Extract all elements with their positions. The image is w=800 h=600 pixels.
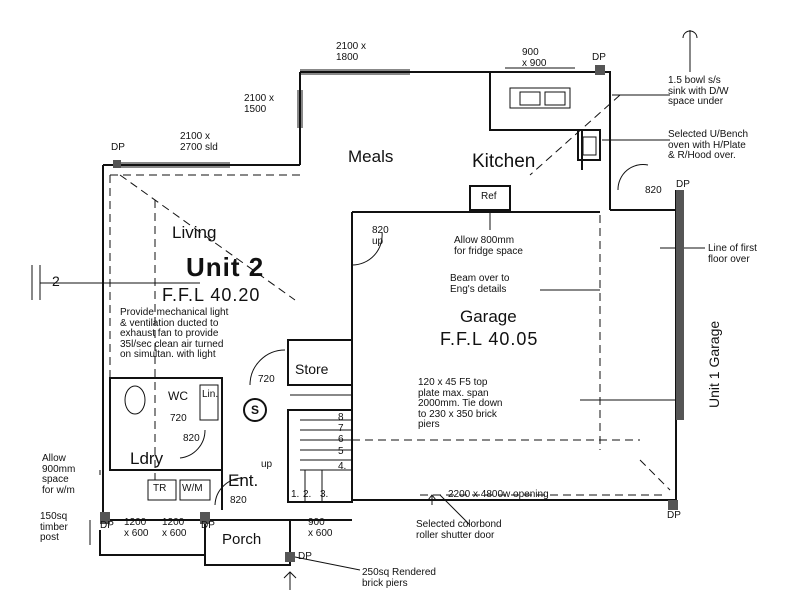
stair-number: 7	[338, 423, 344, 434]
room-label-store: Store	[295, 361, 329, 377]
door-label-ldry-820: 820	[183, 433, 200, 444]
side-label-unit1-garage: Unit 1 Garage	[706, 320, 722, 408]
ldry-wall	[110, 469, 223, 510]
smoke-detector-symbol: S	[243, 398, 267, 422]
garage-ffl: F.F.L 40.05	[440, 329, 539, 349]
kitchen-bench	[489, 72, 583, 170]
door-label-ent-820: 820	[230, 495, 247, 506]
stair-number: 8	[338, 412, 344, 423]
dp-label: DP	[676, 179, 690, 190]
door-label-kitchen-820: 820	[645, 185, 662, 196]
north-wall	[300, 71, 611, 210]
dp-label: DP	[100, 520, 114, 531]
label-ref: Ref	[481, 191, 497, 202]
dp-label: DP	[667, 510, 681, 521]
room-label-lin: Lin.	[202, 389, 219, 400]
unit-ffl: F.F.L 40.20	[162, 285, 261, 305]
room-label-wc: WC	[168, 389, 188, 403]
stair-box	[287, 409, 353, 503]
room-label-kitchen: Kitchen	[472, 151, 536, 172]
oven-box	[577, 129, 601, 161]
room-label-ldry: Ldry	[130, 449, 164, 468]
stair-up-label: up	[261, 459, 273, 470]
store-box	[287, 339, 353, 386]
left-verandah	[99, 530, 205, 556]
room-label-porch: Porch	[222, 531, 262, 548]
label-tr: TR	[153, 483, 167, 494]
dp-label: DP	[111, 142, 125, 153]
door-label-store-720: 720	[258, 374, 275, 385]
section-marker: 2	[52, 273, 60, 289]
dp-label: DP	[201, 520, 215, 531]
note-ventilation: Provide mechanical light& ventilation du…	[120, 307, 229, 360]
stair-number: 6	[338, 434, 344, 445]
stair-number: 2.	[303, 489, 312, 500]
fridge-box	[469, 185, 511, 211]
room-label-ent: Ent.	[228, 471, 259, 490]
dp-label: DP	[592, 52, 606, 63]
room-label-meals: Meals	[348, 147, 394, 166]
note-opening: 2200 x 4800w opening	[448, 489, 549, 500]
label-wm: W/M	[182, 483, 203, 494]
porch-box	[204, 519, 291, 566]
door-label-wc-720: 720	[170, 413, 187, 424]
stair-number: 4.	[338, 461, 347, 472]
stair-number: 5	[338, 446, 344, 457]
stair-number: 1.	[291, 489, 300, 500]
stair-number: 3.	[320, 489, 329, 500]
dp-label: DP	[298, 551, 312, 562]
unit-title: Unit 2	[186, 252, 265, 282]
room-label-living: Living	[172, 223, 217, 242]
room-label-garage: Garage	[460, 307, 517, 326]
